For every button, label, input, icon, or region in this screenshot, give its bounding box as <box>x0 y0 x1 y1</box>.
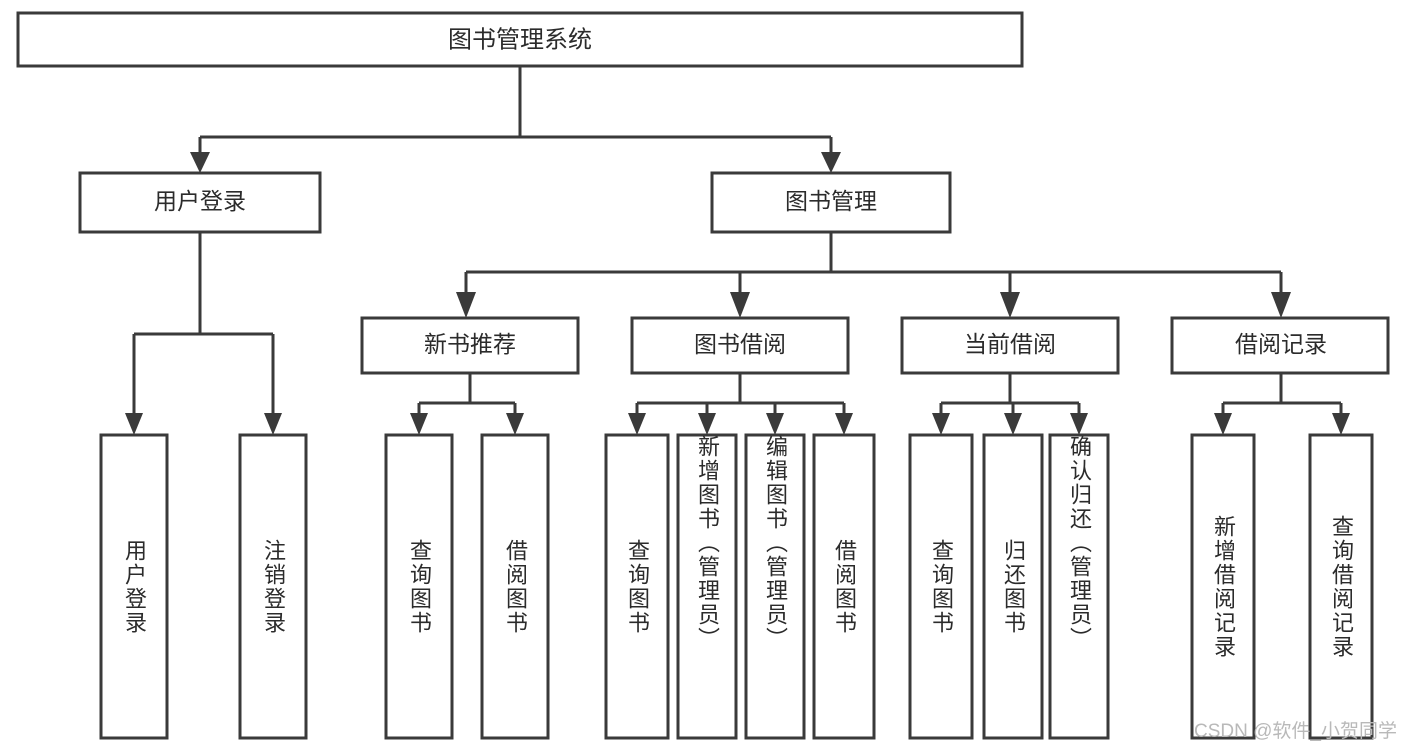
node-new-book-rec-label: 新书推荐 <box>424 331 516 357</box>
leaf-confirm-return-box[interactable] <box>1048 433 1110 740</box>
node-current-borrow-label: 当前借阅 <box>964 331 1056 357</box>
node-new-book-rec-box[interactable] <box>360 316 580 375</box>
arrowhead-to-book-manage <box>821 152 841 173</box>
arrowhead-leaf-edit-book <box>766 413 784 435</box>
arrowhead-to-book-borrow <box>730 292 750 318</box>
connectors-group <box>132 66 1343 413</box>
arrowhead-leaf-add-record <box>1214 413 1232 435</box>
leaf-query-book-3-box[interactable] <box>908 433 974 740</box>
arrowhead-leaf-borrow-book-2 <box>835 413 853 435</box>
node-root-box[interactable] <box>16 11 1024 68</box>
arrowhead-to-user-login <box>190 152 210 173</box>
leaf-return-book-box[interactable] <box>982 433 1044 740</box>
leaf-boxes-group <box>99 433 1374 740</box>
leaf-add-record-box[interactable] <box>1190 433 1256 740</box>
arrowhead-leaf-borrow-book-1 <box>506 413 524 435</box>
arrowhead-to-current-borrow <box>1000 292 1020 318</box>
leaf-query-record-box[interactable] <box>1308 433 1374 740</box>
leaf-add-book-box[interactable] <box>676 433 738 740</box>
arrowhead-leaf-user-logout <box>264 413 282 435</box>
node-user-login[interactable]: 用户登录 <box>78 171 322 234</box>
arrowhead-leaf-query-book-3 <box>932 413 950 435</box>
leaf-query-book-1-box[interactable] <box>384 433 454 740</box>
node-current-borrow-box[interactable] <box>900 316 1120 375</box>
node-borrow-record[interactable]: 借阅记录 <box>1170 316 1390 375</box>
node-book-manage-box[interactable] <box>710 171 952 234</box>
node-root[interactable]: 图书管理系统 <box>16 11 1024 68</box>
arrowhead-to-borrow-record <box>1271 292 1291 318</box>
leaf-edit-book-box[interactable] <box>744 433 806 740</box>
node-user-login-label: 用户登录 <box>154 188 246 214</box>
node-new-book-rec[interactable]: 新书推荐 <box>360 316 580 375</box>
arrowheads-group <box>125 152 1350 435</box>
leaf-user-logout-box[interactable] <box>238 433 308 740</box>
arrowhead-leaf-query-book-2 <box>628 413 646 435</box>
leaf-query-book-2-box[interactable] <box>604 433 670 740</box>
leaf-borrow-book-2-box[interactable] <box>812 433 876 740</box>
arrowhead-to-new-book-rec <box>456 292 476 318</box>
node-borrow-record-label: 借阅记录 <box>1235 331 1327 357</box>
arrowhead-leaf-user-login <box>125 413 143 435</box>
arrowhead-leaf-query-book-1 <box>410 413 428 435</box>
node-root-label: 图书管理系统 <box>448 26 592 53</box>
leaf-borrow-book-1-box[interactable] <box>480 433 550 740</box>
arrowhead-leaf-query-record <box>1332 413 1350 435</box>
arrowhead-leaf-confirm-return <box>1070 413 1088 435</box>
node-book-borrow[interactable]: 图书借阅 <box>630 316 850 375</box>
leaf-user-login-box[interactable] <box>99 433 169 740</box>
node-book-borrow-label: 图书借阅 <box>694 331 786 357</box>
node-borrow-record-box[interactable] <box>1170 316 1390 375</box>
arrowhead-leaf-add-book <box>698 413 716 435</box>
node-user-login-box[interactable] <box>78 171 322 234</box>
node-book-manage[interactable]: 图书管理 <box>710 171 952 234</box>
node-current-borrow[interactable]: 当前借阅 <box>900 316 1120 375</box>
arrowhead-leaf-return-book <box>1004 413 1022 435</box>
node-book-borrow-box[interactable] <box>630 316 850 375</box>
node-book-manage-label: 图书管理 <box>785 188 877 214</box>
